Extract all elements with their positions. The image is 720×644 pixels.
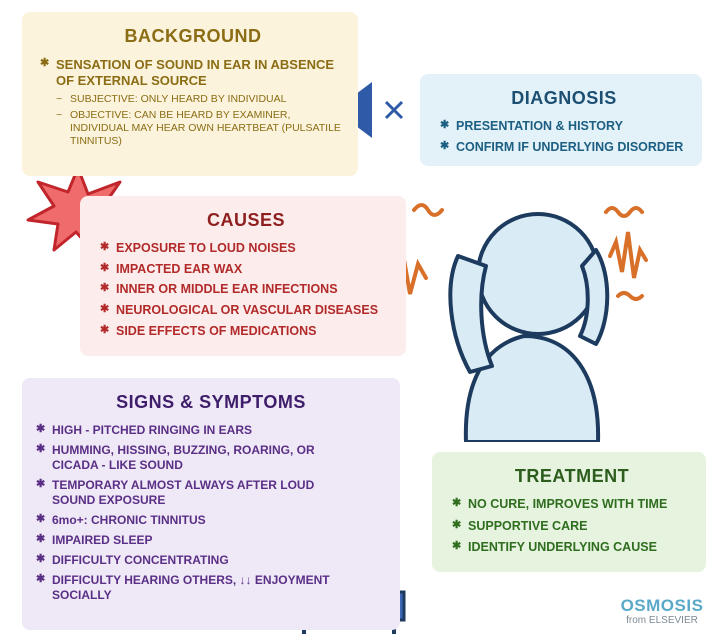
treatment-title: TREATMENT [514, 466, 630, 486]
signs-symptoms-panel: SIGNS & SYMPTOMS HIGH - PITCHED RINGING … [22, 378, 400, 630]
background-objective: OBJECTIVE: CAN BE HEARD by EXAMINER, IND… [40, 109, 346, 148]
brand-subtitle: from ELSEVIER [626, 615, 698, 626]
cause-item: NEUROLOGICAL or VASCULAR DISEASES [100, 303, 392, 319]
symptom-item: HUMMING, HISSING, BUZZING, ROARING, or C… [36, 443, 336, 473]
person-covering-ears-illustration [376, 203, 648, 442]
signs-title: SIGNS & SYMPTOMS [116, 392, 306, 412]
treatment-panel: TREATMENT NO CURE, IMPROVES with TIME SU… [432, 452, 706, 572]
background-subjective: SUBJECTIVE: ONLY HEARD BY INDIVIDUAL [40, 93, 346, 106]
treatment-item: SUPPORTIVE CARE [452, 519, 692, 535]
diagnosis-panel: DIAGNOSIS PRESENTATION & HISTORY CONFIRM… [420, 74, 702, 166]
background-panel: BACKGROUND SENSATION of SOUND in EAR in … [22, 12, 358, 176]
brand-name: OSMOSIS [620, 596, 704, 615]
symptom-item: 6mo+: CHRONIC TINNITUS [36, 513, 336, 528]
cause-item: INNER or MIDDLE EAR INFECTIONS [100, 282, 392, 298]
cause-item: SIDE EFFECTS of MEDICATIONS [100, 324, 392, 340]
background-title: BACKGROUND [124, 26, 262, 46]
cause-item: EXPOSURE to LOUD NOISES [100, 241, 392, 257]
treatment-item: NO CURE, IMPROVES with TIME [452, 497, 692, 513]
background-definition: SENSATION of SOUND in EAR in ABSENCE of … [40, 57, 346, 90]
symptom-item: TEMPORARY ALMOST ALWAYS after LOUD SOUND… [36, 478, 336, 508]
diagnosis-item: PRESENTATION & HISTORY [440, 119, 688, 135]
symptom-item: DIFFICULTY CONCENTRATING [36, 553, 336, 568]
symptom-item: IMPAIRED SLEEP [36, 533, 336, 548]
diagnosis-title: DIAGNOSIS [511, 88, 617, 108]
starburst-icon [26, 166, 130, 254]
treatment-item: IDENTIFY UNDERLYING CAUSE [452, 540, 692, 556]
causes-panel: CAUSES EXPOSURE to LOUD NOISES IMPACTED … [80, 196, 406, 356]
causes-title: CAUSES [206, 210, 285, 230]
osmosis-logo: OSMOSIS from ELSEVIER [612, 596, 712, 638]
cause-item: IMPACTED EAR WAX [100, 262, 392, 278]
symptom-item: HIGH - PITCHED RINGING in EARS [36, 423, 336, 438]
symptom-item: DIFFICULTY HEARING OTHERS, ↓↓ ENJOYMENT … [36, 573, 336, 603]
diagnosis-item: CONFIRM if UNDERLYING DISORDER [440, 140, 688, 156]
